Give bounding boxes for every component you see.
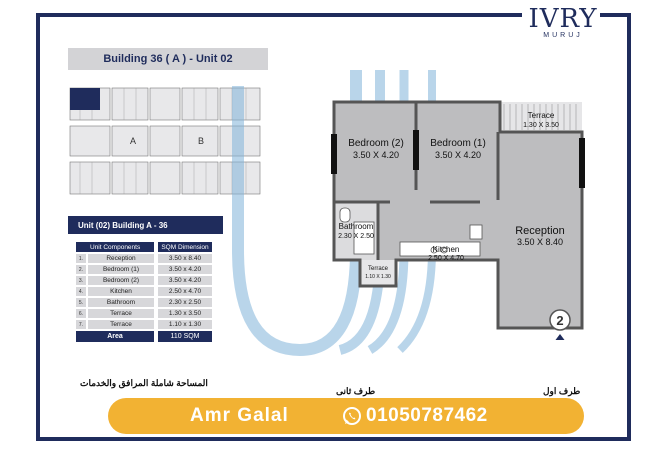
whatsapp-icon (343, 407, 361, 425)
contact-phone[interactable]: 01050787462 (366, 405, 488, 426)
table-row: 5. Bathroom 2.30 x 2.50 (76, 298, 212, 307)
table-header: Unit Components SQM Dimension (76, 242, 212, 252)
table-row: 6. Terrace 1.30 x 3.50 (76, 309, 212, 318)
row-dimension: 3.50 x 4.20 (158, 276, 212, 285)
row-dimension: 3.50 x 8.40 (158, 254, 212, 263)
building-key-plan: A B (68, 86, 264, 198)
bathroom-dimension: 2.30 X 2.50 (338, 233, 374, 240)
contact-bar: Amr Galal 01050787462 (108, 398, 584, 434)
area-value: 110 SQM (158, 331, 212, 342)
page-title: Building 36 ( A ) - Unit 02 (68, 48, 268, 70)
table-row: 2. Bedroom (1) 3.50 x 4.20 (76, 265, 212, 274)
row-dimension: 3.50 x 4.20 (158, 265, 212, 274)
row-number: 6. (76, 309, 86, 318)
brand-name: IVRY (528, 4, 598, 34)
entrance-arrow-icon (555, 334, 565, 340)
brand-logo: IVRY MURUJ (528, 4, 598, 39)
highlighted-unit (70, 88, 100, 110)
row-number: 5. (76, 298, 86, 307)
bedroom1-dimension: 3.50 X 4.20 (435, 150, 481, 160)
column-header-dimension: SQM Dimension (158, 242, 212, 252)
terrace-top-dimension: 1.30 X 3.50 (523, 122, 559, 129)
frame-top-border (36, 13, 522, 17)
unit-number-badge (549, 309, 571, 331)
kitchen-label: Kitchen (433, 245, 460, 254)
area-row: Area 110 SQM (76, 331, 212, 342)
party-two-label: طرف ثانى (336, 386, 376, 396)
row-number: 3. (76, 276, 86, 285)
unit-number: 2 (556, 313, 563, 328)
frame-right-border (627, 13, 631, 441)
terrace-small-area (360, 260, 396, 286)
table-row: 7. Terrace 1.10 x 1.30 (76, 320, 212, 329)
bathroom-label: Bathroom (339, 222, 374, 231)
terrace-small-dimension: 1.10 X 1.30 (365, 274, 391, 280)
row-component: Terrace (88, 309, 154, 318)
row-dimension: 2.50 x 4.70 (158, 287, 212, 296)
kitchen-dimension: 2.50 X 4.70 (428, 255, 464, 262)
unit-components-table: Unit Components SQM Dimension 1. Recepti… (76, 242, 212, 342)
column-header-component: Unit Components (76, 242, 154, 252)
row-dimension: 1.30 x 3.50 (158, 309, 212, 318)
row-number: 1. (76, 254, 86, 263)
frame-top-right-border (600, 13, 631, 17)
area-note: المساحة شاملة المرافق والخدمات (80, 378, 208, 388)
row-dimension: 1.10 x 1.30 (158, 320, 212, 329)
row-component: Kitchen (88, 287, 154, 296)
frame-bottom-border (36, 437, 631, 441)
reception-area (498, 132, 582, 328)
reception-label: Reception (515, 225, 565, 237)
row-number: 4. (76, 287, 86, 296)
bedroom2-dimension: 3.50 X 4.20 (353, 150, 399, 160)
row-number: 7. (76, 320, 86, 329)
bedroom1-label: Bedroom (1) (430, 138, 486, 149)
terrace-top-area (500, 102, 582, 132)
party-one-label: طرف اول (543, 386, 581, 396)
key-plan-label-b: B (198, 136, 204, 146)
unit-table-title: Unit (02) Building A - 36 (68, 216, 223, 234)
row-component: Reception (88, 254, 154, 263)
unit-floor-plan: Bedroom (2) 3.50 X 4.20 Bedroom (1) 3.50… (331, 100, 585, 340)
area-label: Area (76, 331, 154, 342)
terrace-top-label: Terrace (528, 111, 555, 120)
table-row: 4. Kitchen 2.50 x 4.70 (76, 287, 212, 296)
row-dimension: 2.30 x 2.50 (158, 298, 212, 307)
row-number: 2. (76, 265, 86, 274)
reception-dimension: 3.50 X 8.40 (517, 237, 563, 247)
table-row: 1. Reception 3.50 x 8.40 (76, 254, 212, 263)
row-component: Bedroom (2) (88, 276, 154, 285)
row-component: Bathroom (88, 298, 154, 307)
frame-left-border (36, 13, 40, 441)
bedroom2-label: Bedroom (2) (348, 138, 404, 149)
contact-name: Amr Galal (190, 405, 289, 426)
terrace-small-label: Terrace (368, 266, 389, 272)
key-plan-label-a: A (130, 136, 136, 146)
table-row: 3. Bedroom (2) 3.50 x 4.20 (76, 276, 212, 285)
row-component: Bedroom (1) (88, 265, 154, 274)
row-component: Terrace (88, 320, 154, 329)
brand-subtitle: MURUJ (543, 32, 583, 39)
